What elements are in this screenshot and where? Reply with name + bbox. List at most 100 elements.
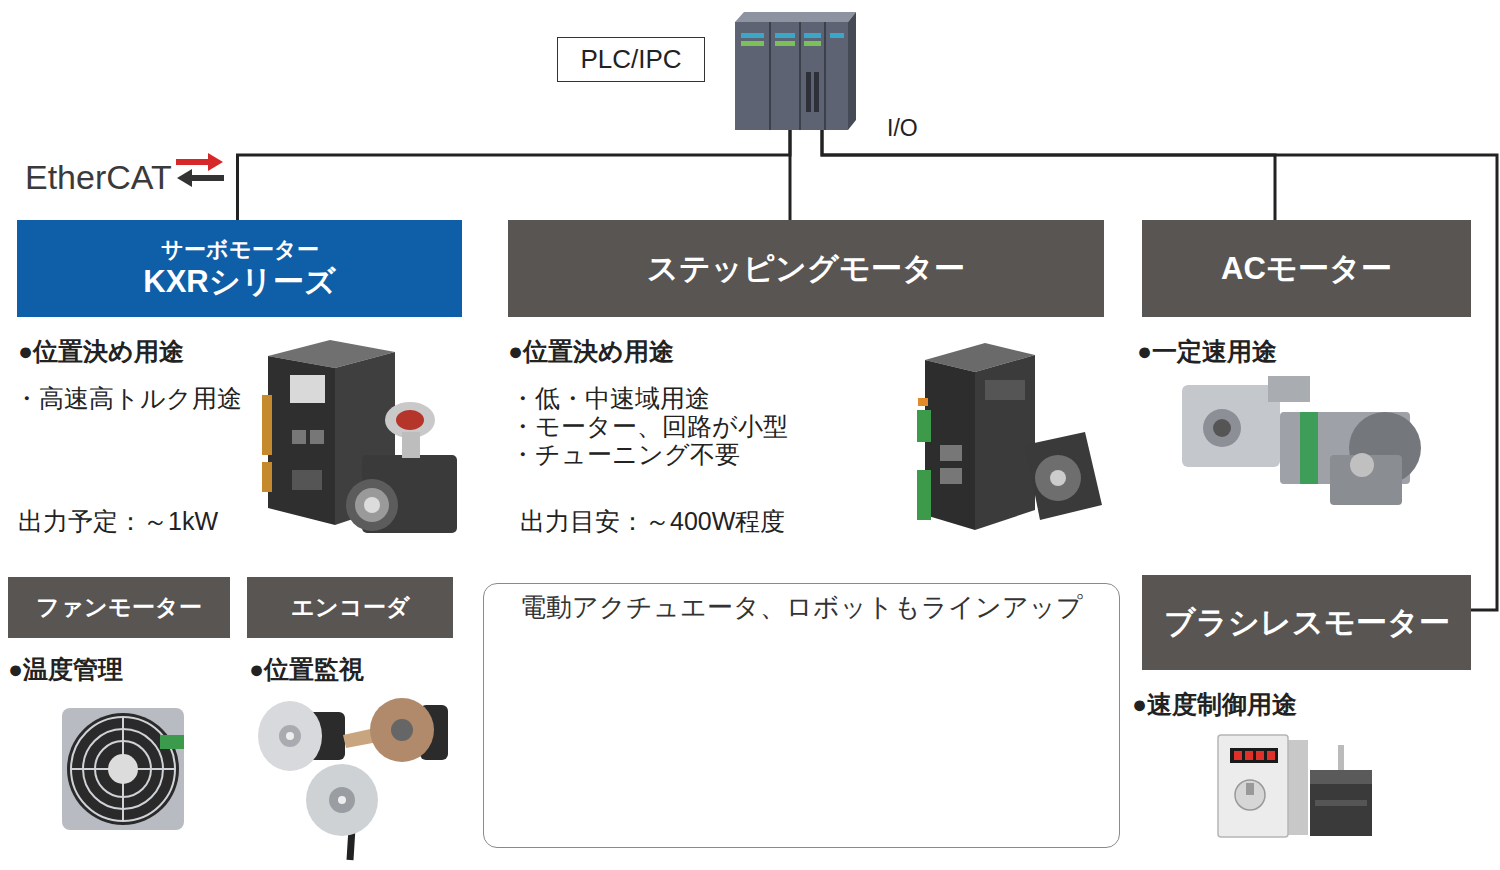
ac-motor-part — [1268, 376, 1310, 402]
plc-rack-part — [775, 41, 795, 46]
stepping-motor-part — [1025, 432, 1102, 520]
brushless-motor-part — [1310, 770, 1372, 784]
plc-rack-part — [824, 22, 826, 130]
box-title: ACモーター — [1221, 250, 1392, 287]
usage-heading: ●速度制御用途 — [1132, 690, 1297, 718]
brushless-controller-part — [1230, 748, 1278, 763]
box-title: エンコーダ — [291, 594, 410, 622]
servo-driver-part — [292, 470, 322, 490]
feature-note: ・モーター、回路が小型 — [510, 412, 788, 440]
brushless-controller-part — [1234, 751, 1242, 760]
plc-rack-part — [741, 33, 764, 38]
plc-rack-part — [735, 12, 856, 22]
fan-motor-part — [71, 717, 175, 821]
fan-motor-part — [62, 708, 184, 830]
servo-motor-part — [346, 479, 398, 531]
stepping-driver-part — [925, 360, 975, 530]
brushless-controller-part — [1267, 751, 1275, 760]
encoder-part — [279, 725, 301, 747]
brushless-controller — [1218, 735, 1308, 837]
encoder — [258, 698, 448, 860]
servo-motor-part — [355, 488, 389, 522]
stepping-driver-part — [918, 398, 928, 406]
encoder-part — [370, 698, 434, 762]
servo-motor-part — [364, 497, 380, 513]
feature-note: ・高速高トルク用途 — [14, 384, 242, 412]
fan-motor-box: ファンモーター — [8, 577, 230, 638]
controller-node: PLC/IPC — [557, 12, 855, 130]
brushless-controller-part — [1218, 735, 1288, 837]
servo-motor-part — [402, 432, 420, 458]
feature-note: ・チューニング不要 — [510, 440, 740, 468]
stepping-motor-box: ステッピングモーター — [508, 220, 1104, 317]
usage-heading: ●位置監視 — [249, 655, 364, 683]
ac-motor-part — [1182, 385, 1280, 467]
output-note: 出力予定：～1kW — [18, 507, 218, 535]
ethercat-arrows-part — [177, 169, 192, 187]
connector-line — [789, 130, 792, 220]
servo-driver-part — [268, 356, 335, 525]
servo-driver-part — [262, 462, 272, 492]
brushless-motor-box: ブラシレスモーター — [1142, 575, 1471, 670]
ac-motor-part — [1300, 412, 1318, 484]
fan-motor-part — [108, 754, 138, 784]
encoder-part — [338, 796, 346, 804]
ac-motor-part — [1350, 453, 1374, 477]
plc-rack-part — [799, 22, 801, 130]
fan-motor-part — [67, 713, 179, 825]
ac-motor-box: ACモーター — [1142, 220, 1471, 317]
bus-name: I/O — [887, 116, 918, 142]
plc-rack-part — [804, 33, 821, 38]
encoder-part — [258, 701, 322, 771]
feature-note: ・低・中速域用途 — [510, 384, 710, 412]
ethercat-arrows-part — [208, 153, 223, 171]
servo-driver-part — [292, 430, 306, 444]
stepping-driver-part — [917, 470, 931, 520]
connector-line — [822, 130, 1275, 220]
brushless-controller-part — [1256, 751, 1264, 760]
fan-motor-part — [160, 735, 184, 749]
plc-rack-part — [775, 33, 795, 38]
brushless-controller-part — [1246, 783, 1254, 795]
servo-driver-part — [310, 430, 324, 444]
plc-rack-part — [806, 72, 811, 112]
plc-rack-part — [769, 22, 771, 130]
servo-driver — [262, 340, 395, 525]
stepping-motor — [1025, 432, 1102, 520]
stepping-driver-part — [985, 380, 1025, 400]
ethercat-arrows-part — [176, 159, 210, 165]
plc-rack-part — [735, 22, 848, 130]
ac-motor-part — [1203, 409, 1241, 447]
encoder-part — [286, 732, 294, 740]
panel-heading: 電動アクチュエータ、ロボットもラインアップ — [520, 592, 1083, 623]
box-subtitle: サーボモーター — [161, 237, 319, 263]
ethercat-arrows-part — [190, 175, 224, 181]
connector-line — [822, 130, 1497, 610]
servo-motor — [346, 402, 457, 533]
box-title: ファンモーター — [36, 594, 202, 622]
encoder-part — [391, 719, 413, 741]
plc-rack-part — [804, 41, 821, 46]
bus-logo: EtherCAT — [25, 158, 172, 196]
servo-driver-part — [335, 352, 395, 525]
box-title: KXRシリーズ — [143, 263, 335, 300]
ethercat-arrows — [176, 153, 224, 187]
stepping-motor-part — [1050, 470, 1066, 486]
usage-heading: ●温度管理 — [8, 655, 123, 683]
brushless-motor-part — [1315, 800, 1367, 806]
usage-heading: ●位置決め用途 — [18, 337, 184, 365]
plc-rack-part — [830, 33, 844, 38]
brushless-motor-part — [1310, 784, 1372, 836]
stepping-driver-part — [940, 468, 962, 484]
brushless-controller-part — [1245, 751, 1253, 760]
stepping-driver — [917, 343, 1035, 530]
stepping-driver-part — [940, 445, 962, 461]
connector-line — [238, 130, 791, 220]
stepping-driver-part — [917, 410, 931, 442]
ac-motor — [1182, 376, 1421, 505]
plc-rack-part — [848, 12, 856, 130]
ac-motor-part — [1213, 419, 1231, 437]
box-title: ブラシレスモーター — [1164, 604, 1450, 641]
plc-rack — [735, 12, 856, 130]
